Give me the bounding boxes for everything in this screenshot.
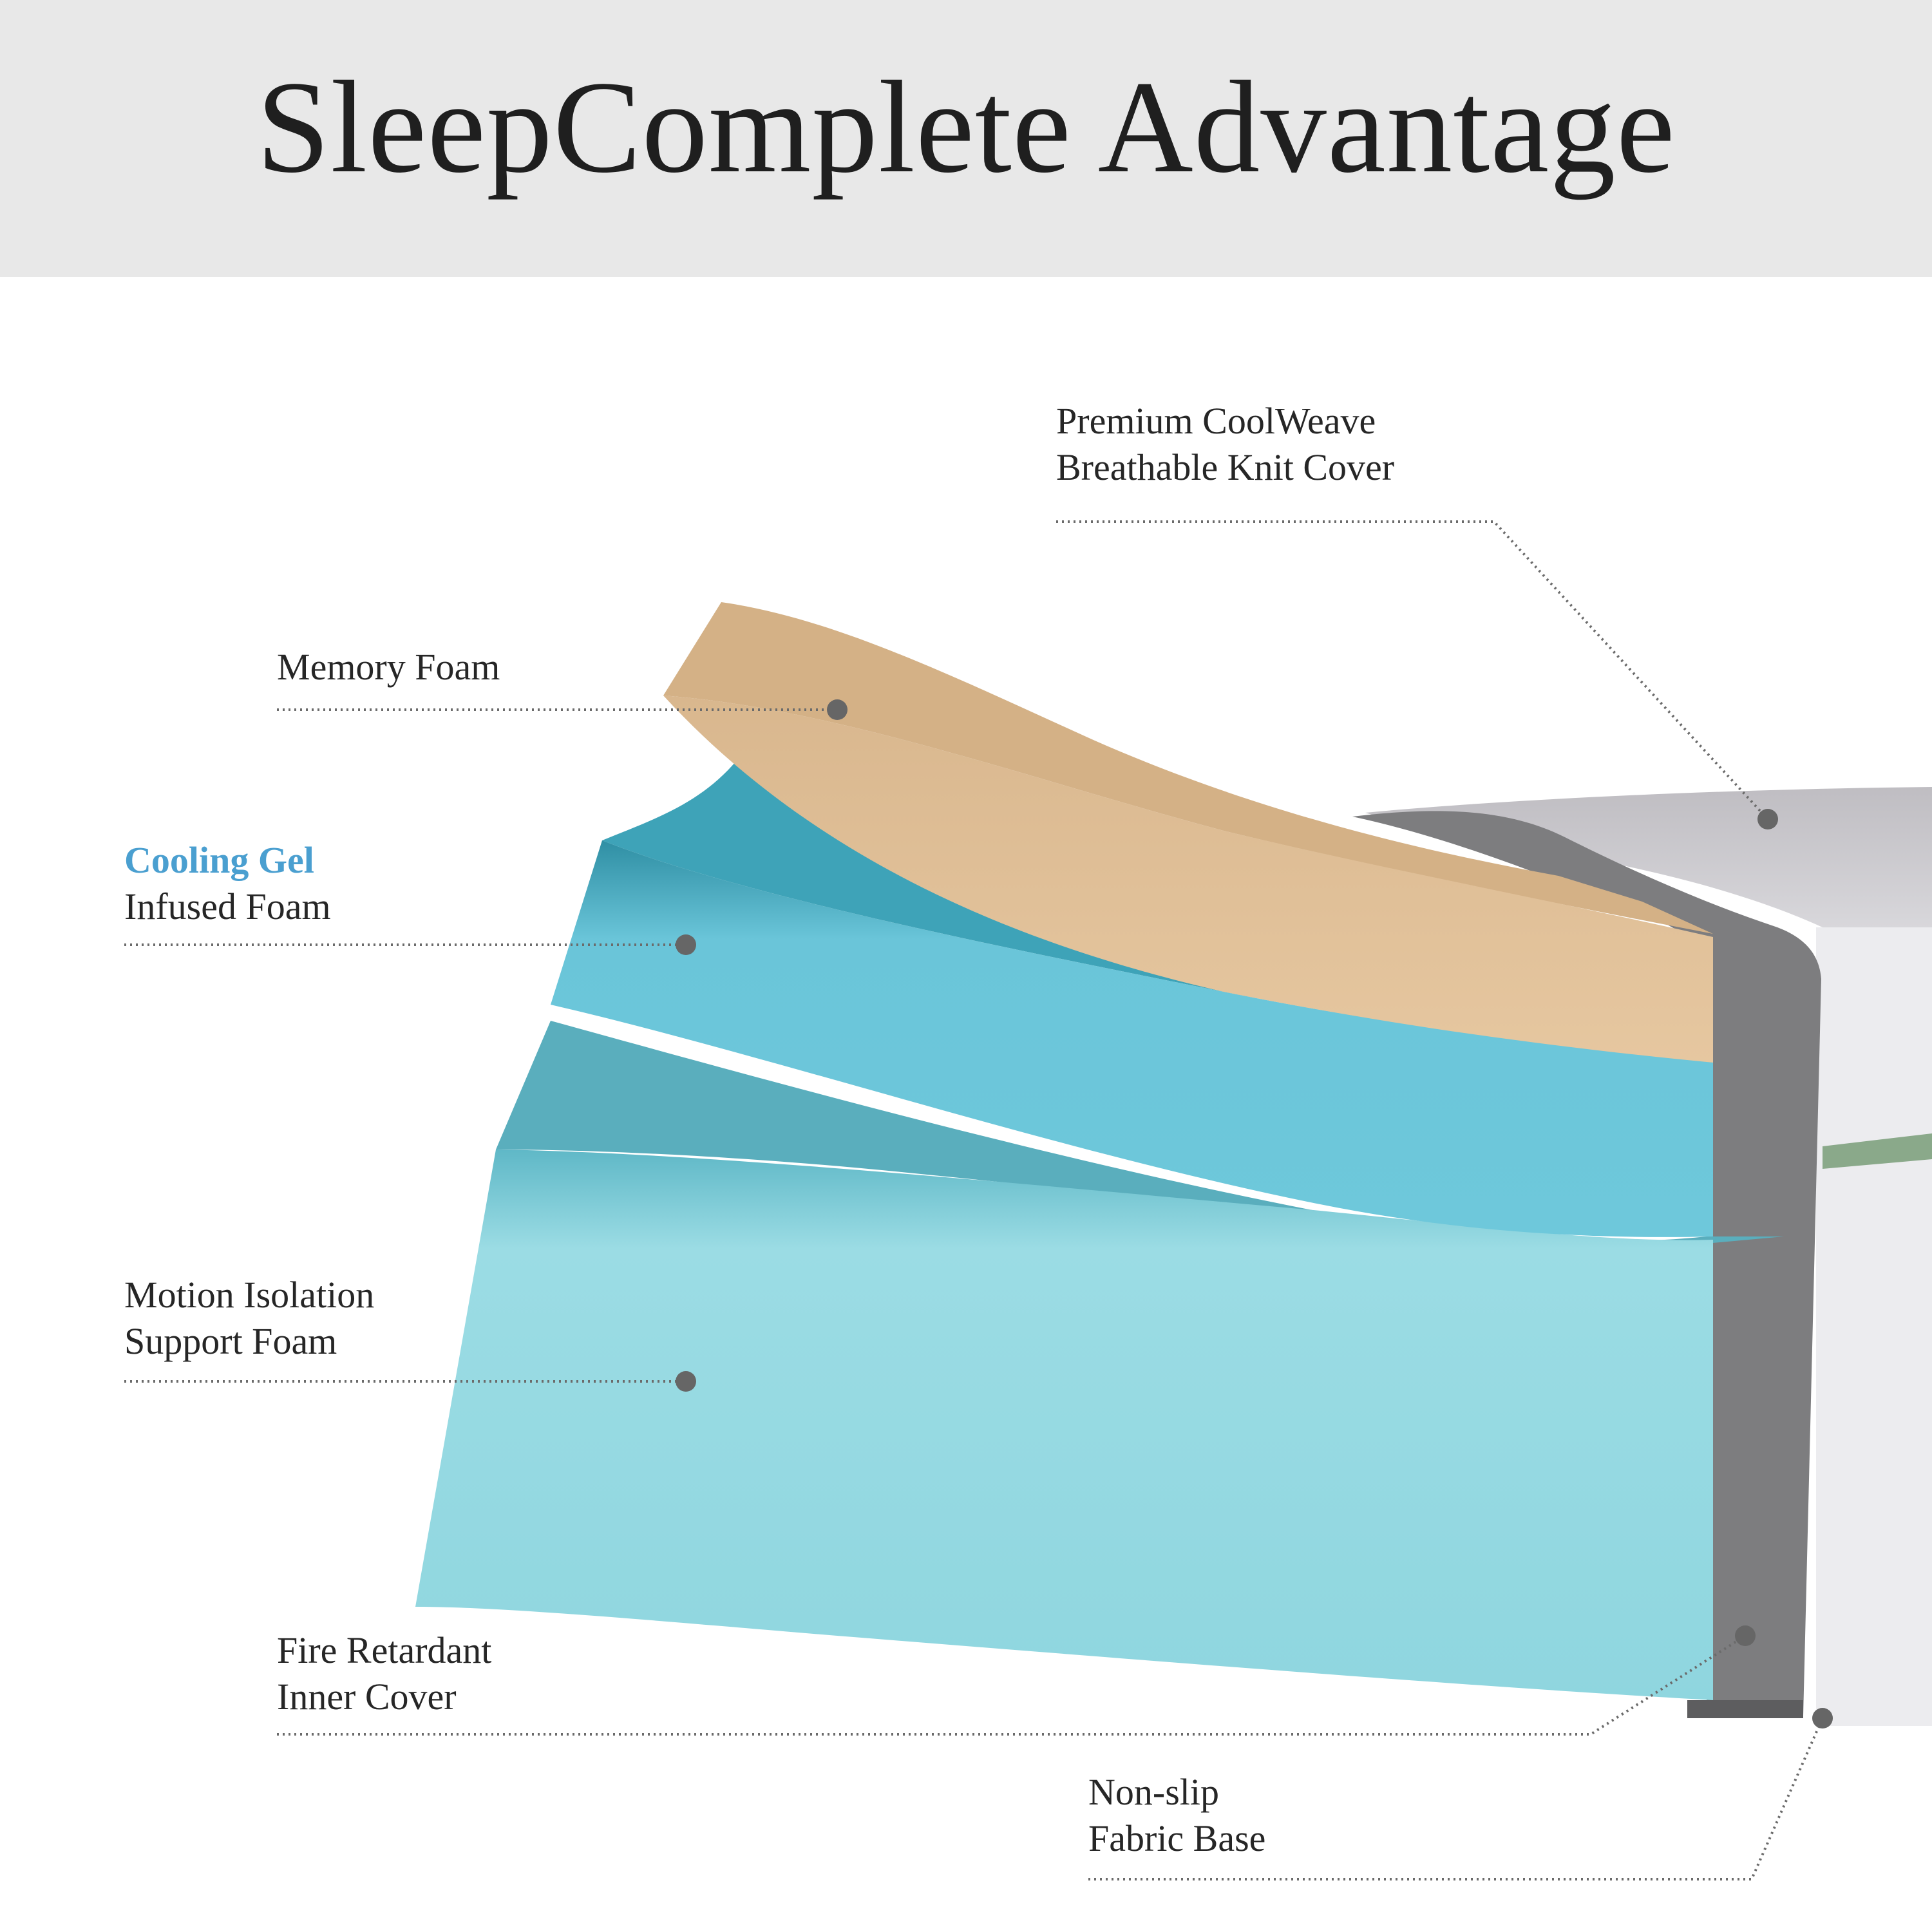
- memory-foam-top: [663, 602, 1713, 934]
- outer-cover-side: [1816, 927, 1932, 1726]
- memory-foam-front: [663, 696, 1713, 1063]
- label-knit-cover-line2: Breathable Knit Cover: [1056, 446, 1395, 488]
- label-support-foam: Motion Isolation Support Foam: [124, 1272, 374, 1365]
- label-cooling-gel-foam: Cooling Gel Infused Foam: [124, 837, 331, 930]
- support-foam-top: [496, 1021, 1784, 1243]
- cooling-foam-front: [551, 840, 1713, 1237]
- dot-cooling: [676, 934, 696, 955]
- dot-memory: [827, 699, 848, 720]
- label-inner-cover-line2: Inner Cover: [277, 1676, 457, 1718]
- support-foam-front: [415, 1150, 1713, 1700]
- label-memory-foam: Memory Foam: [277, 644, 500, 690]
- page-title: SleepComplete Advantage: [256, 54, 1676, 200]
- header-band: [0, 0, 1932, 277]
- inner-cover-band: [1352, 811, 1821, 1716]
- label-knit-cover-line1: Premium CoolWeave: [1056, 400, 1376, 442]
- label-knit-cover: Premium CoolWeave Breathable Knit Cover: [1056, 398, 1394, 491]
- label-support-foam-line2: Support Foam: [124, 1320, 337, 1362]
- dot-support: [676, 1371, 696, 1392]
- label-support-foam-line1: Motion Isolation: [124, 1274, 375, 1316]
- label-fabric-base-line2: Fabric Base: [1088, 1817, 1266, 1859]
- dot-base: [1812, 1708, 1833, 1728]
- dot-cover: [1757, 809, 1778, 829]
- label-fabric-base-line1: Non-slip: [1088, 1771, 1219, 1813]
- label-cooling-gel-line2: Infused Foam: [124, 886, 331, 927]
- dot-inner-cover: [1735, 1625, 1756, 1646]
- inner-cover-bottom: [1687, 1700, 1803, 1718]
- label-inner-cover-line1: Fire Retardant: [277, 1629, 492, 1671]
- label-fabric-base: Non-slip Fabric Base: [1088, 1769, 1265, 1862]
- label-inner-cover: Fire Retardant Inner Cover: [277, 1627, 491, 1720]
- zipper: [1823, 1133, 1932, 1169]
- label-memory-foam-line1: Memory Foam: [277, 646, 500, 688]
- leader-base: [1088, 1718, 1824, 1880]
- label-cooling-gel-highlight: Cooling Gel: [124, 839, 314, 881]
- leader-cover: [1056, 520, 1769, 820]
